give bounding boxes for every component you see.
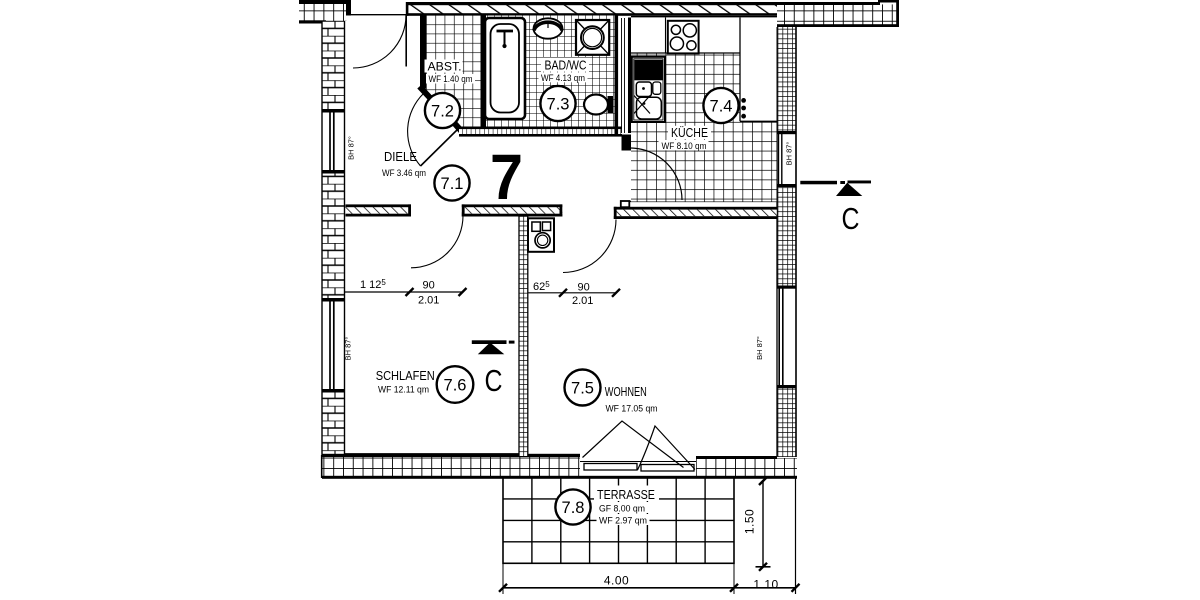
svg-text:90: 90: [423, 280, 435, 292]
svg-text:WF 4.13 qm: WF 4.13 qm: [541, 73, 585, 83]
svg-text:7: 7: [490, 141, 523, 213]
svg-text:2.01: 2.01: [418, 295, 439, 307]
svg-text:BH 87°: BH 87°: [347, 136, 356, 160]
svg-text:TERRASSE: TERRASSE: [597, 488, 655, 502]
svg-text:4.00: 4.00: [604, 574, 629, 588]
svg-text:BAD/WC: BAD/WC: [545, 59, 587, 73]
svg-text:KÜCHE: KÜCHE: [671, 126, 708, 140]
svg-text:7.2: 7.2: [431, 103, 454, 121]
svg-text:WF 8.10 qm: WF 8.10 qm: [662, 141, 707, 151]
svg-text:90: 90: [578, 282, 590, 294]
svg-text:7.8: 7.8: [562, 499, 585, 517]
svg-text:WF 2.97 qm: WF 2.97 qm: [599, 516, 647, 526]
svg-text:7.3: 7.3: [547, 96, 570, 114]
svg-text:BH 87°: BH 87°: [755, 336, 764, 360]
svg-text:WF 1.40 qm: WF 1.40 qm: [429, 74, 473, 84]
svg-text:WF 3.46 qm: WF 3.46 qm: [382, 168, 426, 178]
svg-text:C: C: [485, 363, 503, 398]
svg-text:7.5: 7.5: [571, 380, 594, 398]
svg-text:7.4: 7.4: [710, 98, 733, 116]
svg-text:1.50: 1.50: [743, 509, 757, 534]
svg-text:DIELE: DIELE: [384, 150, 417, 164]
svg-text:WOHNEN: WOHNEN: [605, 384, 647, 399]
svg-text:GF 8.00 qm: GF 8.00 qm: [599, 504, 645, 514]
svg-text:SCHLAFEN: SCHLAFEN: [376, 369, 435, 383]
svg-text:7.6: 7.6: [444, 377, 467, 395]
svg-text:BH 87°: BH 87°: [344, 337, 353, 361]
svg-text:1.10: 1.10: [753, 578, 778, 592]
svg-text:ABST.: ABST.: [428, 60, 462, 74]
svg-text:2.01: 2.01: [572, 295, 593, 307]
svg-text:WF 12.11 qm: WF 12.11 qm: [378, 385, 429, 395]
svg-text:WF 17.05 qm: WF 17.05 qm: [606, 404, 658, 415]
svg-text:7.1: 7.1: [441, 175, 464, 193]
svg-text:1 125: 1 125: [360, 278, 386, 291]
svg-text:C: C: [842, 201, 860, 236]
svg-text:BH 87°: BH 87°: [785, 142, 794, 166]
